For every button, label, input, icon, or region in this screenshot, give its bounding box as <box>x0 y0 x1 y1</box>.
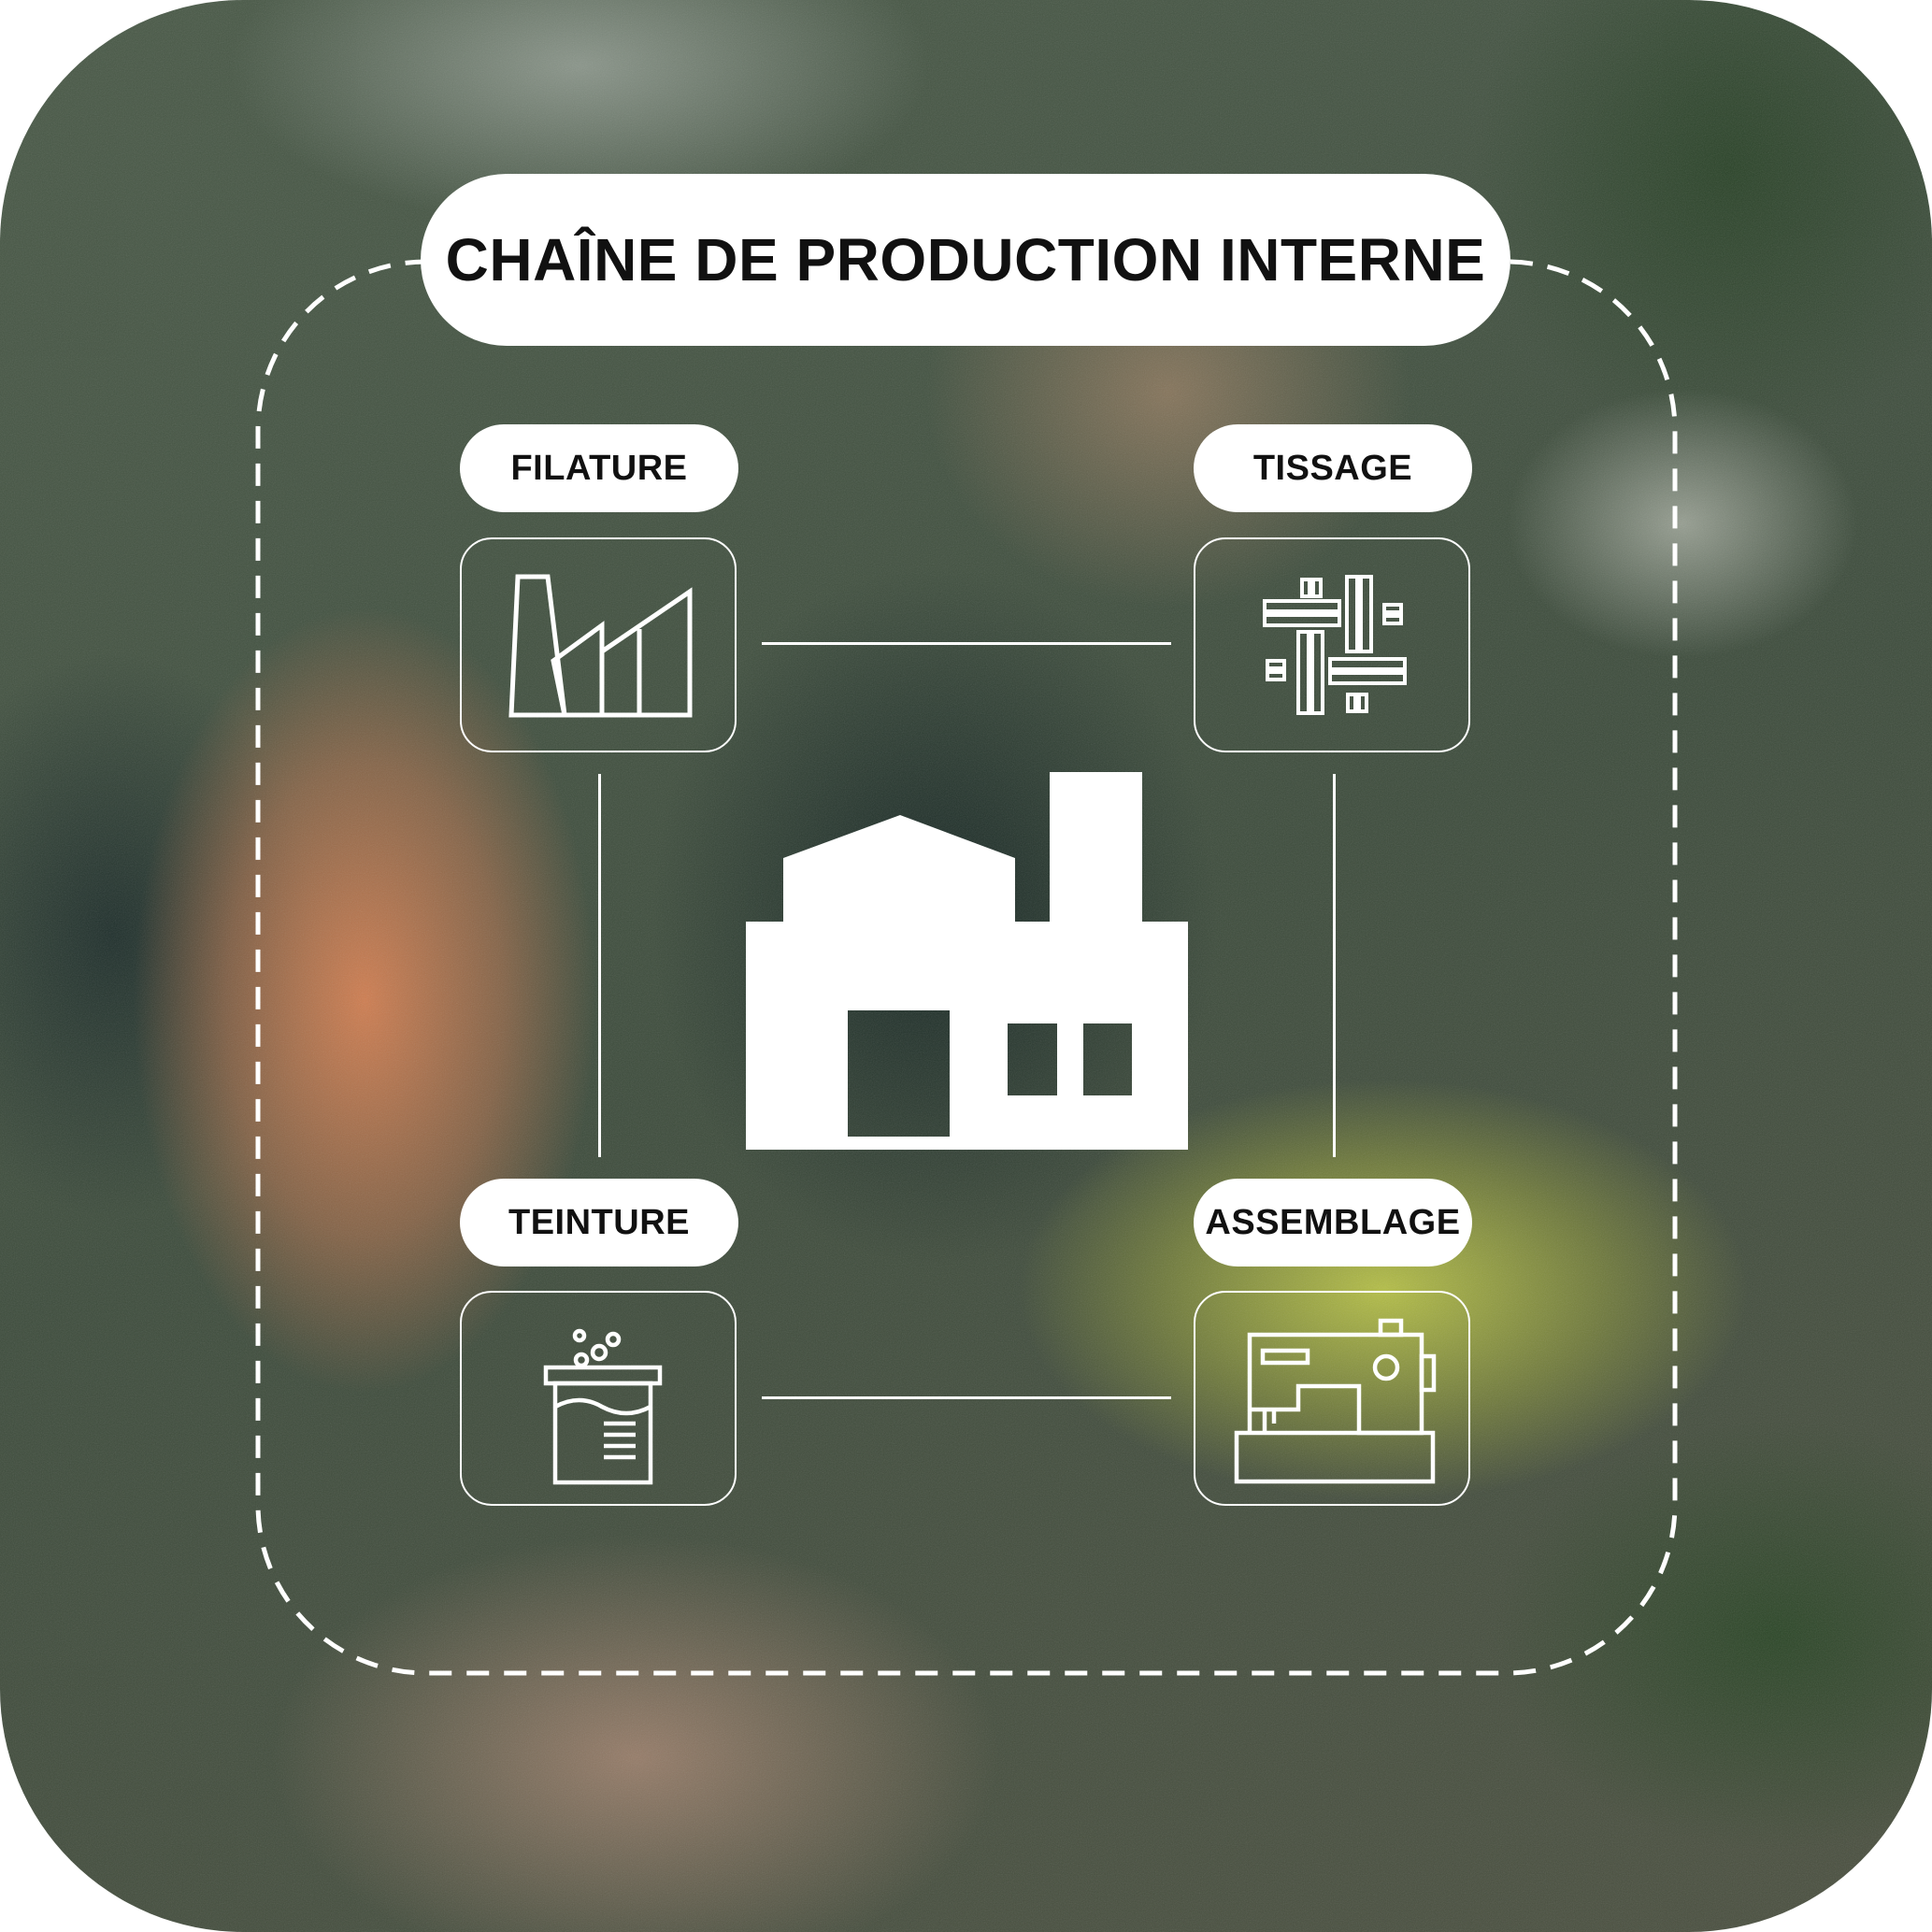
woven-pattern-icon <box>1263 575 1407 715</box>
step-box-teinture <box>460 1291 737 1506</box>
diagram-title: CHAÎNE DE PRODUCTION INTERNE <box>421 174 1510 346</box>
connector-tissage-assemblage <box>1333 774 1336 1157</box>
connector-filature-tissage <box>762 642 1171 645</box>
step-label-filature: FILATURE <box>460 424 738 512</box>
spinning-mill-icon <box>508 574 693 718</box>
factory-icon <box>746 772 1188 1150</box>
step-box-assemblage <box>1194 1291 1470 1506</box>
step-box-tissage <box>1194 537 1470 752</box>
step-label-tissage: TISSAGE <box>1194 424 1472 512</box>
step-label-teinture: TEINTURE <box>460 1179 738 1267</box>
connector-teinture-assemblage <box>762 1396 1171 1399</box>
step-box-filature <box>460 537 737 752</box>
sewing-machine-icon <box>1234 1318 1437 1484</box>
connector-filature-teinture <box>598 774 601 1157</box>
step-label-assemblage: ASSEMBLAGE <box>1194 1179 1472 1267</box>
dye-vat-icon <box>543 1328 663 1485</box>
